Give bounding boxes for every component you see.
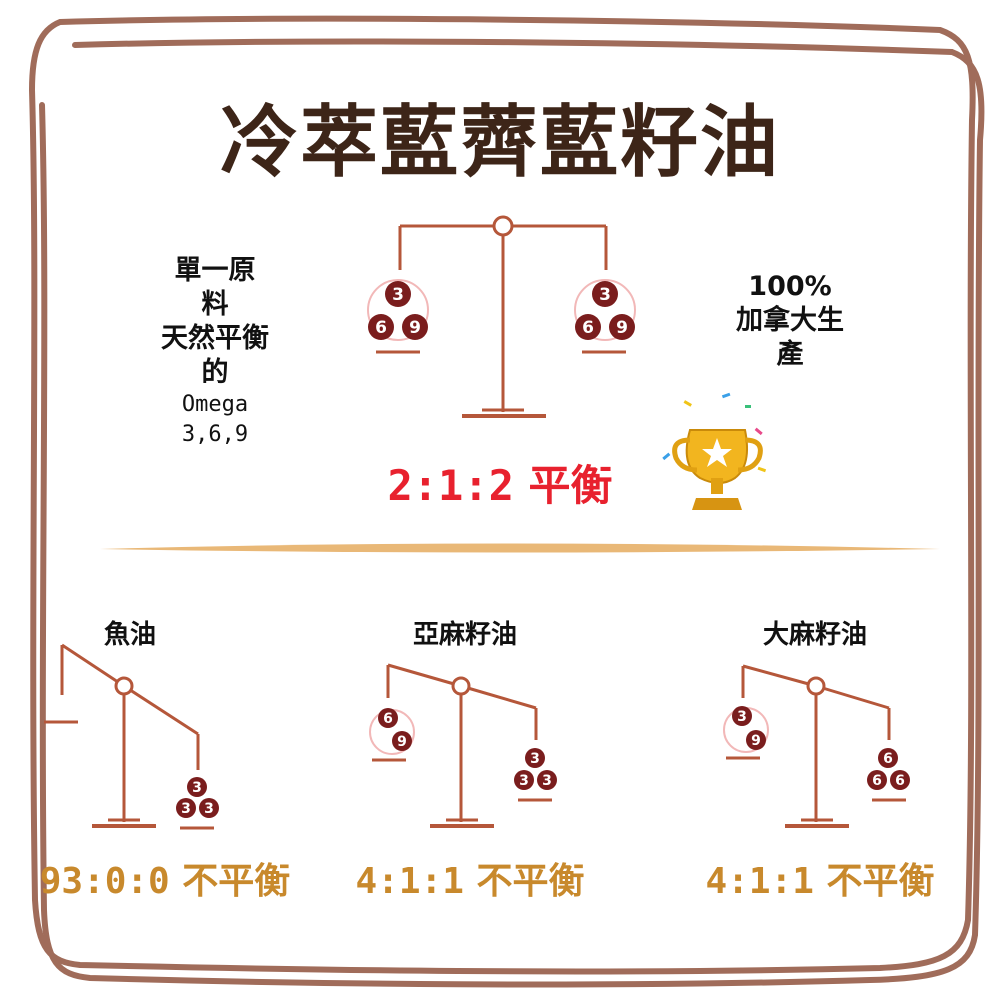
hemp-seed-oil-ratio: 4:1:1 不平衡 xyxy=(680,852,960,904)
description-line: 的 xyxy=(201,357,229,388)
main-right-pan: 3 6 9 xyxy=(574,279,636,341)
description-line: 天然平衡 xyxy=(161,323,269,354)
svg-text:9: 9 xyxy=(409,318,421,338)
omega-ball: 3 xyxy=(385,281,411,307)
description-line: 100% xyxy=(748,271,832,302)
fish-oil-name: 魚油 xyxy=(103,620,156,650)
description-line: 加拿大生 xyxy=(736,305,844,336)
hemp-seed-oil-ratio-label: 不平衡 xyxy=(826,861,935,902)
omega-ball: 3 xyxy=(176,798,196,818)
omega-ball: 9 xyxy=(746,730,766,750)
omega-ball: 3 xyxy=(537,770,557,790)
fish-oil-right-pan: 3 3 3 xyxy=(176,777,219,818)
description-line: Omega xyxy=(181,392,249,417)
svg-text:9: 9 xyxy=(616,318,628,338)
svg-text:3: 3 xyxy=(542,773,552,789)
description-line: 3,6,9 xyxy=(181,422,249,447)
flaxseed-oil-left-pan: 6 9 xyxy=(369,708,415,755)
right-description: 100% 加拿大生 產 xyxy=(690,270,890,372)
svg-text:6: 6 xyxy=(582,318,594,338)
flaxseed-oil-scale xyxy=(372,663,552,828)
svg-text:3: 3 xyxy=(192,780,202,796)
omega-ball: 6 xyxy=(378,708,398,728)
hemp-seed-oil-left-pan: 3 9 xyxy=(723,706,769,753)
hemp-seed-oil-scale xyxy=(726,664,906,828)
omega-ball: 6 xyxy=(878,748,898,768)
svg-text:6: 6 xyxy=(883,751,893,767)
omega-ball: 3 xyxy=(732,706,752,726)
omega-ball: 3 xyxy=(199,798,219,818)
page-title: 冷萃藍薺藍籽油 xyxy=(219,98,780,188)
omega-ball: 6 xyxy=(867,770,887,790)
omega-ball: 3 xyxy=(187,777,207,797)
section-divider xyxy=(100,543,940,553)
svg-text:3: 3 xyxy=(519,773,529,789)
flaxseed-oil-ratio: 4:1:1 不平衡 xyxy=(330,852,610,904)
flaxseed-oil-ratio-value: 4:1:1 xyxy=(355,861,464,902)
trophy-icon xyxy=(662,392,767,510)
main-balance-scale xyxy=(376,215,626,418)
omega-ball: 6 xyxy=(575,314,601,340)
left-description: 單一原 料 天然平衡 的 Omega 3,6,9 xyxy=(120,254,310,450)
main-ratio-value: 2:1:2 xyxy=(387,461,514,510)
hemp-seed-oil-ratio-value: 4:1:1 xyxy=(705,861,814,902)
svg-text:9: 9 xyxy=(751,733,761,749)
svg-text:6: 6 xyxy=(375,318,387,338)
omega-ball: 6 xyxy=(368,314,394,340)
fish-oil-ratio-value: 93:0:0 xyxy=(39,861,170,902)
flaxseed-oil-name: 亞麻籽油 xyxy=(412,620,517,650)
main-ratio-label: 平衡 xyxy=(528,461,613,510)
omega-ball: 9 xyxy=(609,314,635,340)
description-line: 產 xyxy=(776,339,804,370)
omega-ball: 3 xyxy=(592,281,618,307)
main-ratio: 2:1:2 平衡 xyxy=(300,452,700,513)
svg-text:9: 9 xyxy=(397,734,407,750)
omega-ball: 3 xyxy=(514,770,534,790)
svg-text:3: 3 xyxy=(530,751,540,767)
fish-oil-ratio: 93:0:0 不平衡 xyxy=(20,852,310,904)
fish-oil-scale xyxy=(44,643,214,830)
sketch-frame xyxy=(28,15,985,988)
omega-ball: 6 xyxy=(890,770,910,790)
svg-text:3: 3 xyxy=(392,285,404,305)
svg-text:3: 3 xyxy=(737,709,747,725)
svg-text:3: 3 xyxy=(181,801,191,817)
description-line: 料 xyxy=(201,289,229,320)
description-line: 單一原 xyxy=(174,255,256,286)
omega-ball: 9 xyxy=(392,731,412,751)
fish-oil-ratio-label: 不平衡 xyxy=(182,861,291,902)
svg-text:6: 6 xyxy=(383,711,393,727)
svg-text:3: 3 xyxy=(599,285,611,305)
main-left-pan: 3 6 9 xyxy=(367,279,429,341)
flaxseed-oil-ratio-label: 不平衡 xyxy=(476,861,585,902)
hemp-seed-oil-right-pan: 6 6 6 xyxy=(867,748,910,790)
svg-text:6: 6 xyxy=(872,773,882,789)
hemp-seed-oil-name: 大麻籽油 xyxy=(762,620,867,650)
omega-ball: 3 xyxy=(525,748,545,768)
flaxseed-oil-right-pan: 3 3 3 xyxy=(514,748,557,790)
omega-ball: 9 xyxy=(402,314,428,340)
svg-text:6: 6 xyxy=(895,773,905,789)
svg-text:3: 3 xyxy=(204,801,214,817)
